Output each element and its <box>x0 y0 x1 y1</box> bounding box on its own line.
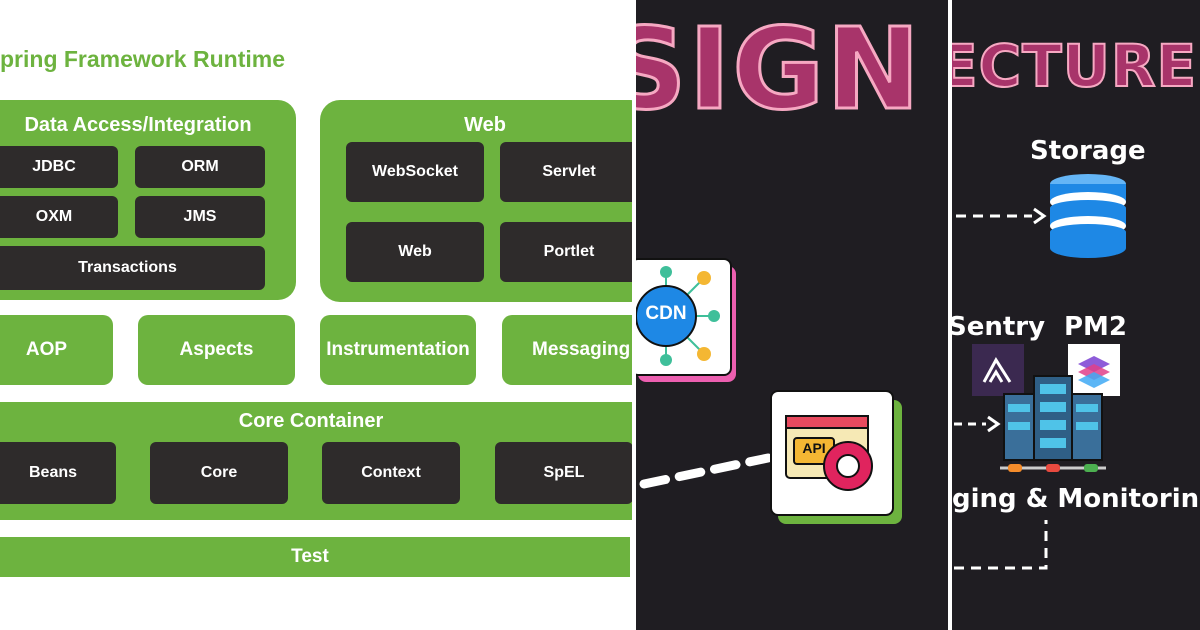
web-item-websocket: WebSocket <box>346 142 484 202</box>
database-icon <box>1050 174 1126 258</box>
pm2-label: PM2 <box>1064 312 1128 342</box>
architecture-panel: ECTURE Storage Sentry PM2 <box>952 0 1200 630</box>
monitoring-label: ging & Monitoring <box>952 484 1200 514</box>
spring-diagram: pring Framework Runtime Data Access/Inte… <box>0 46 632 577</box>
spring-title: pring Framework Runtime <box>0 46 285 72</box>
web-item-servlet: Servlet <box>500 142 632 202</box>
data-access-item-oxm: OXM <box>0 196 118 238</box>
instrumentation-box: Instrumentation <box>320 315 476 385</box>
server-rack-icon <box>1000 375 1106 472</box>
aspects-box: Aspects <box>138 315 295 385</box>
core-container-title: Core Container <box>238 410 384 432</box>
data-access-item-jdbc: JDBC <box>0 146 118 188</box>
api-card: API <box>766 388 906 528</box>
servers-arrow <box>954 415 1001 433</box>
core-container-group: Core Container Beans Core Context SpEL <box>0 402 632 520</box>
core-item-spel: SpEL <box>495 442 632 504</box>
aop-box: AOP <box>0 315 113 385</box>
test-bar: Test <box>0 537 630 577</box>
data-access-item-jms: JMS <box>135 196 265 238</box>
data-access-title: Data Access/Integration <box>24 114 252 136</box>
design-heading: SIGN <box>636 5 922 135</box>
core-item-core: Core <box>150 442 288 504</box>
pm2-icon <box>1068 344 1120 396</box>
core-item-context: Context <box>322 442 460 504</box>
sentry-label: Sentry <box>952 312 1046 342</box>
web-item-web: Web <box>346 222 484 282</box>
messaging-box: Messaging <box>502 315 632 385</box>
api-label: API <box>802 440 826 456</box>
panel-divider-2 <box>948 0 952 630</box>
web-title: Web <box>464 114 506 136</box>
architecture-heading: ECTURE <box>952 32 1198 100</box>
cdn-icon <box>636 266 720 366</box>
core-item-beans: Beans <box>0 442 116 504</box>
cdn-card: CDN <box>636 258 742 386</box>
data-access-group: Data Access/Integration JDBC ORM OXM JMS… <box>0 100 296 300</box>
design-panel: SIGN CDN <box>636 0 948 630</box>
panel-divider <box>632 0 636 630</box>
api-gear-icon <box>785 415 873 491</box>
data-access-item-orm: ORM <box>135 146 265 188</box>
storage-label: Storage <box>1030 136 1146 166</box>
data-access-item-transactions: Transactions <box>0 246 265 290</box>
storage-arrow <box>956 207 1047 225</box>
sentry-icon <box>972 344 1024 396</box>
web-item-portlet: Portlet <box>500 222 632 282</box>
monitoring-connector <box>954 520 1048 570</box>
web-group: Web WebSocket Servlet Web Portlet <box>320 100 632 302</box>
cdn-label: CDN <box>645 303 687 324</box>
api-connector-line <box>639 453 773 489</box>
